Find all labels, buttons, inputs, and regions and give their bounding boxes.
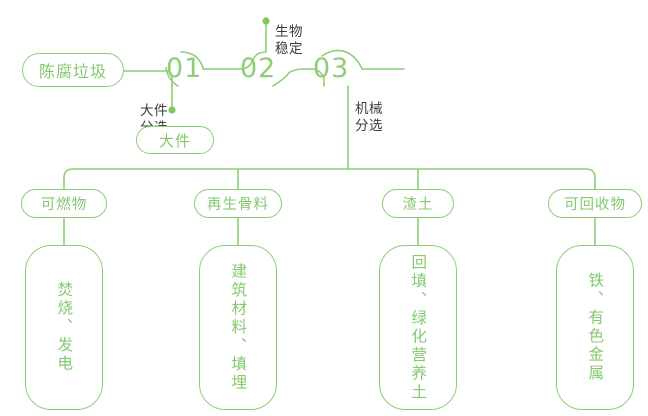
dot-stage01-output xyxy=(168,106,176,114)
box-use-combustible[interactable]: 焚烧、发电 xyxy=(25,245,103,410)
box-use-aggregate[interactable]: 建筑材料、填埋 xyxy=(199,245,277,410)
node-category-recyclable[interactable]: 可回收物 xyxy=(548,189,642,218)
node-source-waste-label: 陈腐垃圾 xyxy=(38,62,107,81)
box-use-aggregate-label: 建筑材料、填埋 xyxy=(229,262,248,393)
stage-03-caption-label: 机械 分选 xyxy=(355,101,383,134)
stage-number-01-label: 01 xyxy=(166,53,203,84)
wire-distribution-bar xyxy=(63,168,596,179)
stage-02-caption: 生物 稳定 xyxy=(275,8,303,57)
node-source-waste[interactable]: 陈腐垃圾 xyxy=(22,53,124,87)
node-output-bulky[interactable]: 大件 xyxy=(136,126,214,154)
node-category-slag-soil-label: 渣土 xyxy=(402,197,434,213)
box-use-slag-soil[interactable]: 回填、绿化营养土 xyxy=(379,245,457,410)
dot-stage02-caption xyxy=(262,17,270,25)
arc-03-upper-right xyxy=(321,49,363,70)
stage-02-caption-label: 生物 稳定 xyxy=(275,24,303,57)
arc-02-left-up xyxy=(240,51,267,70)
node-output-bulky-label: 大件 xyxy=(158,131,191,150)
stage-number-03-label: 03 xyxy=(313,53,350,84)
arc-03-left xyxy=(311,68,325,87)
stage-03-caption: 机械 分选 xyxy=(355,85,383,134)
node-category-slag-soil[interactable]: 渣土 xyxy=(382,189,454,218)
stage-number-02[interactable]: 02 xyxy=(240,55,276,82)
node-category-recyclable-label: 可回收物 xyxy=(564,197,626,213)
arc-01-upper-right xyxy=(180,51,204,69)
box-use-recyclable[interactable]: 铁、有色金属 xyxy=(556,245,634,410)
box-use-combustible-label: 焚烧、发电 xyxy=(55,281,74,374)
box-use-slag-soil-label: 回填、绿化营养土 xyxy=(409,253,428,402)
stage-number-03[interactable]: 03 xyxy=(313,55,349,82)
arc-02-lower-right xyxy=(272,68,304,87)
arc-01-left xyxy=(165,67,179,87)
node-category-combustible-label: 可燃物 xyxy=(40,197,88,213)
node-category-aggregate-label: 再生骨料 xyxy=(207,197,269,213)
node-category-combustible[interactable]: 可燃物 xyxy=(21,189,107,218)
stage-number-01[interactable]: 01 xyxy=(166,55,202,82)
stage-number-02-label: 02 xyxy=(240,53,277,84)
node-category-aggregate[interactable]: 再生骨料 xyxy=(194,189,282,218)
box-use-recyclable-label: 铁、有色金属 xyxy=(586,272,605,383)
